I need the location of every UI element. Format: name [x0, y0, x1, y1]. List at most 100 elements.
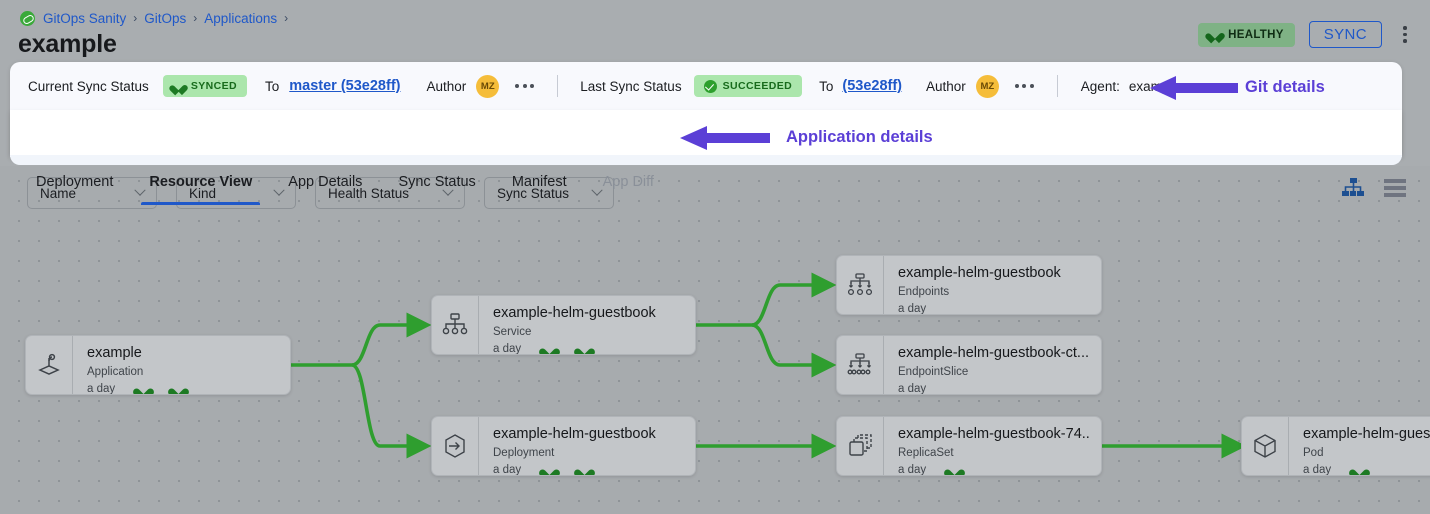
- filter-name-select[interactable]: Name: [27, 177, 157, 209]
- last-sync-status-label: Last Sync Status: [580, 78, 682, 94]
- graph-node-meta: a day: [493, 462, 685, 475]
- filter-health-status-label: Health Status: [328, 185, 410, 201]
- graph-node-endpoints[interactable]: example-helm-guestbook Endpoints a day: [836, 255, 1102, 315]
- graph-node-title: example-helm-guestbook-ct...: [898, 345, 1089, 361]
- graph-node-kind: Endpoints: [898, 286, 950, 298]
- sync-heart-icon: [172, 384, 185, 395]
- current-author-label: Author: [426, 78, 467, 94]
- graph-node-kind: Deployment: [493, 447, 555, 459]
- filter-kind-label: Kind: [189, 185, 217, 201]
- health-heart-icon: [1353, 465, 1366, 476]
- tab-manifest[interactable]: Manifest: [511, 173, 567, 190]
- graph-node-body: example Application a day: [72, 336, 290, 394]
- current-sync-status-badge: SYNCED: [162, 75, 247, 97]
- view-toggle-group: [1342, 178, 1406, 198]
- graph-node-application[interactable]: example Application a day: [25, 335, 291, 395]
- tab-app-details[interactable]: App Details: [288, 173, 363, 190]
- service-icon: [432, 296, 478, 354]
- graph-node-body: example-helm-guestbook Deployment a day: [478, 417, 695, 475]
- app-health-label: HEALTHY: [1228, 28, 1284, 41]
- graph-node-age: a day: [493, 343, 522, 354]
- graph-node-title: example: [87, 345, 142, 361]
- heart-icon: [173, 81, 185, 92]
- sync-heart-icon: [578, 465, 591, 476]
- replicaset-icon: [837, 417, 883, 475]
- tab-sync-status[interactable]: Sync Status: [398, 173, 476, 190]
- last-sync-overflow-icon[interactable]: [1014, 84, 1034, 88]
- current-sync-overflow-icon[interactable]: [515, 84, 535, 88]
- graph-node-title: example-helm-guestbook-74...: [898, 426, 1091, 442]
- last-author-label: Author: [926, 78, 966, 94]
- check-circle-icon: [703, 79, 717, 93]
- tree-view-icon[interactable]: [1342, 178, 1364, 198]
- health-heart-icon: [137, 384, 150, 395]
- filter-bar: Name Kind Health Status Sync Status: [0, 166, 1430, 220]
- graph-node-replicaset[interactable]: example-helm-guestbook-74... ReplicaSet …: [836, 416, 1102, 476]
- graph-node-title: example-helm-guestbook: [898, 265, 1061, 281]
- graph-node-kind: EndpointSlice: [898, 366, 969, 378]
- filter-sync-status-label: Sync Status: [497, 185, 570, 201]
- application-icon: [26, 336, 72, 394]
- health-heart-icon: [948, 465, 961, 476]
- graph-node-kind: Application: [87, 366, 144, 378]
- page-title: example: [18, 30, 117, 58]
- sync-button[interactable]: SYNC: [1308, 21, 1382, 48]
- graph-node-age: a day: [898, 383, 927, 394]
- filter-health-status-select[interactable]: Health Status: [315, 177, 465, 209]
- filter-kind-select[interactable]: Kind: [176, 177, 296, 209]
- tab-deployment[interactable]: Deployment: [36, 173, 114, 190]
- breadcrumb-item-gitops[interactable]: GitOps: [144, 10, 187, 26]
- last-sync-status-value: SUCCEEDED: [722, 80, 793, 92]
- last-sync-status-badge: SUCCEEDED: [693, 75, 803, 97]
- graph-node-age: a day: [898, 464, 927, 475]
- annotation-application-details: Application details: [786, 128, 933, 146]
- avatar: MZ: [975, 74, 999, 98]
- graph-node-service[interactable]: example-helm-guestbook Service a day: [431, 295, 696, 355]
- filter-sync-status-select[interactable]: Sync Status: [484, 177, 614, 209]
- avatar: MZ: [476, 74, 500, 98]
- list-view-icon[interactable]: [1384, 179, 1406, 197]
- graph-node-body: example-helm-guestbook Endpoints a day: [883, 256, 1101, 314]
- app-health-badge: HEALTHY: [1198, 22, 1295, 47]
- resource-graph-canvas[interactable]: Name Kind Health Status Sync Status: [0, 166, 1430, 514]
- sync-status-bar: Current Sync Status SYNCED To master (53…: [10, 62, 1402, 110]
- gitops-logo-icon: [20, 10, 35, 26]
- current-to-label: To: [264, 78, 280, 94]
- health-heart-icon: [543, 465, 556, 476]
- graph-node-body: example-helm-guestbook-ct... EndpointSli…: [883, 336, 1101, 394]
- graph-node-pod[interactable]: example-helm-guest Pod a day: [1241, 416, 1430, 476]
- kebab-menu-icon[interactable]: [1396, 24, 1414, 46]
- graph-node-kind: ReplicaSet: [898, 447, 954, 459]
- header-actions: HEALTHY SYNC: [1198, 21, 1414, 48]
- graph-node-kind: Pod: [1303, 447, 1324, 459]
- divider: [557, 75, 559, 97]
- breadcrumb-separator-icon: ›: [193, 11, 198, 25]
- graph-node-meta: a day: [493, 341, 685, 354]
- graph-node-meta: a day: [898, 462, 1091, 475]
- endpointslice-icon: [837, 336, 883, 394]
- graph-node-endpointslice[interactable]: example-helm-guestbook-ct... EndpointSli…: [836, 335, 1102, 395]
- last-revision-link[interactable]: (53e28ff): [842, 78, 903, 94]
- pod-icon: [1242, 417, 1288, 475]
- panel-footer-edge: [10, 155, 1402, 165]
- graph-node-age: a day: [1303, 464, 1332, 475]
- graph-node-body: example-helm-guestbook-74... ReplicaSet …: [883, 417, 1101, 475]
- graph-node-meta: a day: [898, 301, 1091, 314]
- breadcrumb: GitOps Sanity › GitOps › Applications ›: [20, 9, 295, 27]
- breadcrumb-item-applications[interactable]: Applications: [204, 10, 278, 26]
- graph-node-kind: Service: [493, 326, 532, 338]
- graph-node-title: example-helm-guestbook: [493, 426, 656, 442]
- graph-node-deployment[interactable]: example-helm-guestbook Deployment a day: [431, 416, 696, 476]
- breadcrumb-separator-icon: ›: [133, 11, 138, 25]
- graph-node-age: a day: [898, 303, 927, 314]
- graph-node-title: example-helm-guest: [1303, 426, 1430, 442]
- graph-node-age: a day: [87, 383, 116, 394]
- breadcrumb-item-gitops-sanity[interactable]: GitOps Sanity: [43, 10, 127, 26]
- health-heart-icon: [543, 344, 556, 355]
- current-revision-link[interactable]: master (53e28ff): [289, 78, 401, 94]
- tab-resource-view[interactable]: Resource View: [131, 158, 270, 205]
- graph-node-body: example-helm-guest Pod a day: [1288, 417, 1430, 475]
- tab-app-diff[interactable]: App Diff: [602, 173, 654, 190]
- endpoints-icon: [837, 256, 883, 314]
